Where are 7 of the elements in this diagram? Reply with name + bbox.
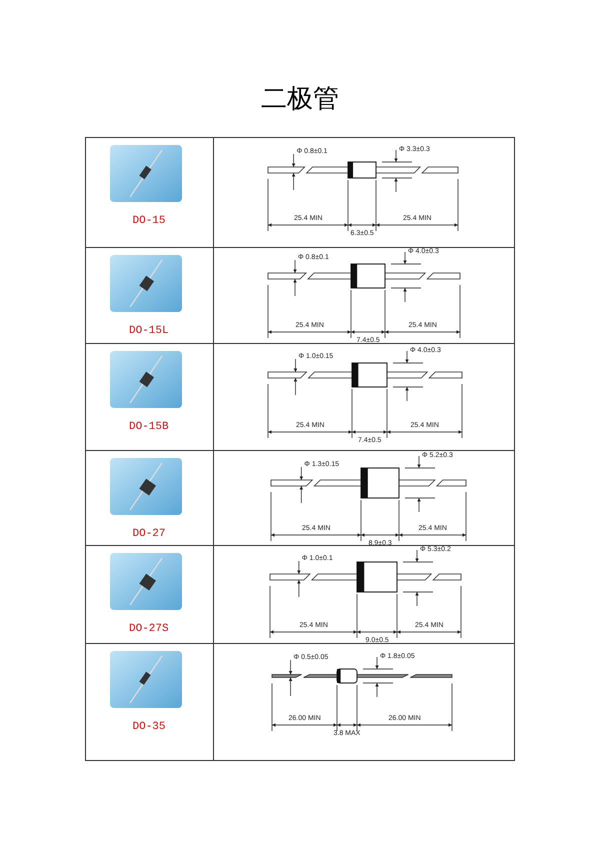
package-name: DO-27S [129,624,169,635]
package-name: DO-27 [132,529,166,540]
package-name: DO-15L [129,326,169,337]
package-name: DO-15 [132,216,166,227]
page-title: 二极管 [261,86,339,112]
package-name: DO-15B [129,422,169,433]
package-name: DO-35 [132,722,166,733]
